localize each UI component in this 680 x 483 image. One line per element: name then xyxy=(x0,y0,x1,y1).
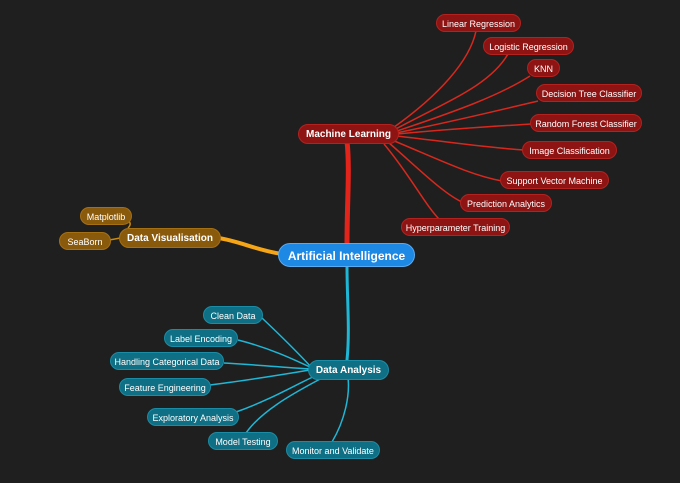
link-root-data-analysis xyxy=(345,264,350,362)
link-da-categorical xyxy=(223,362,311,370)
link-ml-knn xyxy=(393,75,531,133)
link-da-model-testing xyxy=(243,377,323,437)
node-seaborn[interactable]: SeaBorn xyxy=(59,232,111,250)
node-matplotlib[interactable]: Matplotlib xyxy=(80,207,132,225)
hub-data-visualisation[interactable]: Data Visualisation xyxy=(119,228,221,248)
node-support-vector-machine[interactable]: Support Vector Machine xyxy=(500,171,609,189)
link-da-label-encoding xyxy=(237,339,313,369)
hub-data-analysis[interactable]: Data Analysis xyxy=(308,360,389,380)
node-logistic-regression[interactable]: Logistic Regression xyxy=(483,37,574,55)
link-da-feature-engineering xyxy=(209,369,311,386)
root-node-artificial-intelligence[interactable]: Artificial Intelligence xyxy=(278,243,415,267)
link-ml-image-classification xyxy=(395,135,525,151)
link-ml-prediction xyxy=(387,141,465,204)
node-decision-tree-classifier[interactable]: Decision Tree Classifier xyxy=(536,84,642,102)
node-random-forest-classifier[interactable]: Random Forest Classifier xyxy=(530,114,642,132)
link-ml-random-forest xyxy=(396,123,533,135)
link-da-monitor xyxy=(331,377,350,443)
link-root-machine-learning xyxy=(344,138,351,247)
link-ml-linear-regression xyxy=(389,30,477,131)
link-ml-hyperparameter xyxy=(383,143,441,221)
link-ml-svm xyxy=(391,139,503,182)
node-clean-data[interactable]: Clean Data xyxy=(203,306,263,324)
link-ml-logistic-regression xyxy=(391,53,509,132)
node-image-classification[interactable]: Image Classification xyxy=(522,141,617,159)
node-exploratory-analysis[interactable]: Exploratory Analysis xyxy=(147,408,239,426)
link-da-clean-data xyxy=(261,317,313,369)
node-linear-regression[interactable]: Linear Regression xyxy=(436,14,521,32)
node-hyperparameter-training[interactable]: Hyperparameter Training xyxy=(401,218,510,236)
node-knn[interactable]: KNN xyxy=(527,59,560,77)
node-label-encoding[interactable]: Label Encoding xyxy=(164,329,238,347)
hub-machine-learning[interactable]: Machine Learning xyxy=(298,124,399,144)
node-prediction-analytics[interactable]: Prediction Analytics xyxy=(460,194,552,212)
link-ml-decision-tree xyxy=(395,100,539,134)
node-feature-engineering[interactable]: Feature Engineering xyxy=(119,378,211,396)
link-da-exploratory xyxy=(235,375,316,413)
link-root-data-visualisation xyxy=(216,236,284,256)
node-monitor-and-validate[interactable]: Monitor and Validate xyxy=(286,441,380,459)
node-model-testing[interactable]: Model Testing xyxy=(208,432,278,450)
node-handling-categorical-data[interactable]: Handling Categorical Data xyxy=(110,352,224,370)
